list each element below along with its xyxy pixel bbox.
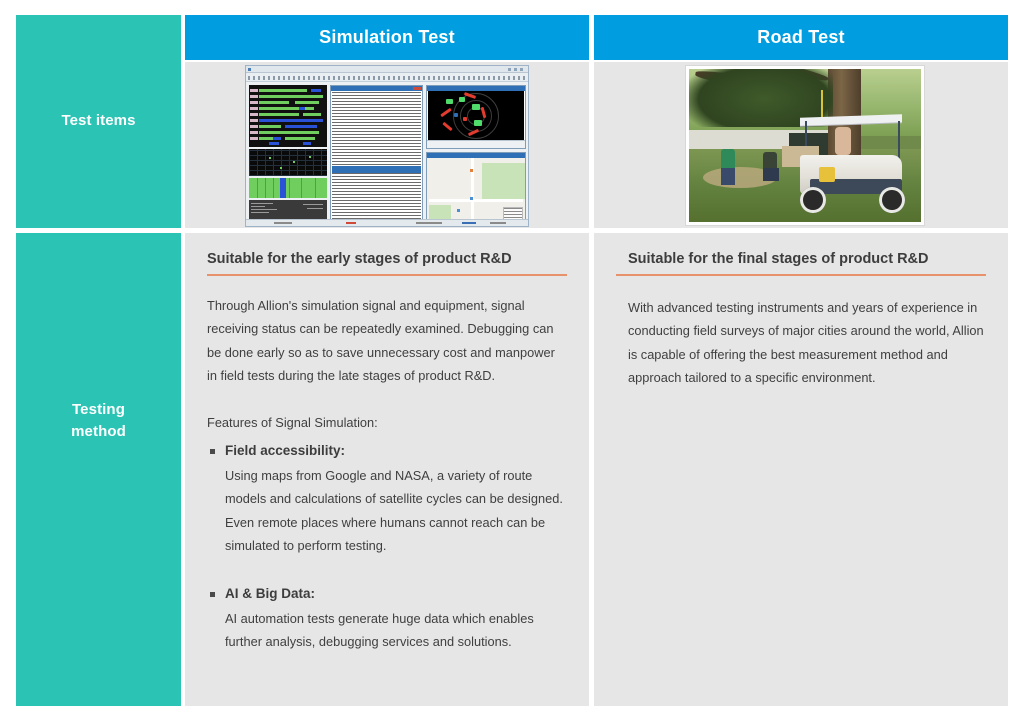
bullet-heading-text: Field accessibility: (225, 443, 346, 459)
section-title-road: Suitable for the final stages of product… (616, 251, 986, 276)
bullet-heading-text: AI & Big Data: (225, 586, 316, 602)
photo-cart-post (897, 121, 900, 161)
photo-person-green-shirt-legs (721, 168, 736, 186)
photo-cart-wheel-front (800, 186, 826, 213)
row-label-testing-method: Testing method (16, 233, 181, 706)
test-items-cell-road (594, 62, 1008, 228)
bullet-heading: AI & Big Data: (207, 583, 567, 606)
features-lead-simulation: Features of Signal Simulation: (207, 415, 378, 431)
column-header-road-test-label: Road Test (757, 27, 845, 47)
photo-cart-skirt (809, 179, 903, 195)
screenshot-body (246, 83, 528, 226)
bullet-field-accessibility: Field accessibility: Using maps from Goo… (207, 440, 567, 557)
paragraph-road: With advanced testing instruments and ye… (628, 300, 984, 385)
screenshot-pane-world-map (249, 149, 327, 176)
row-label-test-items-text: Test items (61, 112, 136, 129)
photo-yellow-equipment-case (818, 166, 836, 183)
column-header-road-test: Road Test (594, 15, 1008, 60)
screenshot-pane-signal-timeline (249, 85, 327, 147)
screenshot-pane-log-list (330, 85, 423, 226)
column-header-simulation-test: Simulation Test (185, 15, 589, 60)
photo-cart-post (805, 121, 807, 158)
testing-method-cell-road: Suitable for the final stages of product… (594, 233, 1008, 706)
paragraph-simulation: Through Allion's simulation signal and e… (207, 298, 555, 383)
photo-person-crouching (763, 151, 778, 169)
photo-person-green-shirt (721, 148, 736, 169)
bullet-ai-big-data: AI & Big Data: AI automation tests gener… (207, 583, 567, 654)
row-label-testing-method-line1: Testing (72, 401, 125, 418)
screenshot-toolbar (246, 73, 528, 82)
row-label-test-items: Test items (16, 15, 181, 228)
photo-antenna-mast (821, 90, 824, 125)
photo-person-crouching-legs (763, 168, 780, 181)
screenshot-pane-spectrum (249, 178, 327, 198)
screenshot-pane-route-map (426, 152, 526, 226)
golf-cart-field-measurement-photo (686, 66, 924, 225)
test-items-cell-simulation (185, 62, 589, 228)
testing-method-cell-simulation: Suitable for the early stages of product… (185, 233, 589, 706)
photo-cart-wheel-rear (879, 186, 905, 213)
row-label-testing-method-text: Testing method (16, 399, 181, 443)
bullet-body-text: Using maps from Google and NASA, a varie… (225, 468, 563, 553)
bullet-body-text: AI automation tests generate huge data w… (225, 611, 534, 650)
row-label-testing-method-line2: method (71, 422, 126, 440)
section-title-simulation: Suitable for the early stages of product… (207, 251, 567, 276)
square-bullet-icon (210, 592, 215, 598)
square-bullet-icon (210, 449, 215, 455)
bullet-heading: Field accessibility: (207, 440, 567, 463)
photo-person-driver-arm (835, 127, 852, 155)
column-header-simulation-test-label: Simulation Test (319, 27, 455, 47)
screenshot-pane-satellite-skyplot (426, 85, 526, 149)
photo-dirt-patch (702, 166, 778, 189)
simulation-software-screenshot (245, 65, 529, 227)
screenshot-titlebar (246, 66, 528, 73)
screenshot-statusbar (246, 219, 528, 226)
